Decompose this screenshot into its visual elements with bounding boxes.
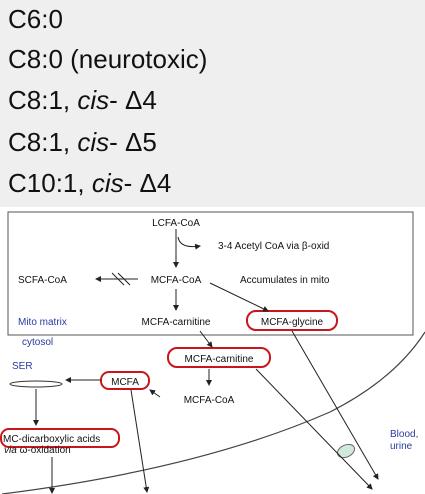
acetyl-coa-label: 3-4 Acetyl CoA via β-oxid: [218, 241, 329, 252]
fatty-acid-list: C6:0 C8:0 (neurotoxic) C8:1, cis- Δ4 C8:…: [0, 0, 425, 207]
fatty-acid-c8-0: C8:0 (neurotoxic): [8, 44, 208, 74]
cell-membrane-curve: [1, 331, 425, 494]
fatty-acid-c8-1-d5: C8:1, cis- Δ5: [8, 127, 157, 157]
ser-label: SER: [12, 361, 33, 372]
mcfa-label: MCFA: [111, 377, 139, 388]
blood-label: Blood,: [390, 429, 418, 440]
mcfa-carnitine-highlight: [167, 347, 271, 368]
coa-to-mcfa-arrow: [149, 389, 161, 398]
scfa-coa-label: SCFA-CoA: [18, 275, 67, 286]
lcfa-coa-label: LCFA-CoA: [152, 218, 200, 229]
dicarboxylic-label: MC-dicarboxylic acids: [3, 434, 100, 445]
mitochondrion-boundary: [7, 211, 414, 336]
mito-matrix-label: Mito matrix: [18, 317, 67, 328]
via-label: via: [4, 445, 17, 456]
mcfa-out-arrow: [130, 389, 150, 493]
glycine-to-blood-arrow: [291, 330, 379, 480]
cytosol-label: cytosol: [22, 337, 53, 348]
fatty-acid-c10-1-d4: C10:1, cis- Δ4: [8, 168, 172, 198]
mcfa-carnitine-mito-label: MCFA-carnitine: [142, 317, 211, 328]
urine-label: urine: [390, 441, 413, 452]
ser-icon: [9, 380, 63, 388]
fatty-acid-c8-1-d4: C8:1, cis- Δ4: [8, 85, 157, 115]
dicarboxylic-highlight: [0, 428, 120, 448]
fatty-acid-c6-0: C6:0: [8, 4, 63, 34]
mcfa-carnitine-cyto-label: MCFA-carnitine: [185, 354, 254, 365]
carnitine-export-arrow: [199, 330, 213, 348]
mcfa-glycine-label: MCFA-glycine: [261, 317, 324, 328]
blocked-step-marks: [111, 272, 131, 286]
accumulates-label: Accumulates in mito: [240, 275, 330, 286]
mcfa-glycine-highlight: [246, 310, 338, 331]
acetyl-coa-curve-arrow: [177, 236, 201, 250]
omega-oxidation-label: ω-oxidation: [17, 445, 71, 456]
mcfa-coa-cyto-label: MCFA-CoA: [184, 395, 235, 406]
blood-vessel-icon: [336, 443, 356, 459]
svg-text:via ω-oxidation: via ω-oxidation: [4, 445, 71, 456]
carnitine-to-blood-arrow: [255, 368, 373, 490]
metabolism-diagram: LCFA-CoA 3-4 Acetyl CoA via β-oxid SCFA-…: [0, 211, 425, 494]
mcfa-to-glycine-arrow: [209, 282, 269, 312]
mcfa-coa-mito-label: MCFA-CoA: [151, 275, 202, 286]
